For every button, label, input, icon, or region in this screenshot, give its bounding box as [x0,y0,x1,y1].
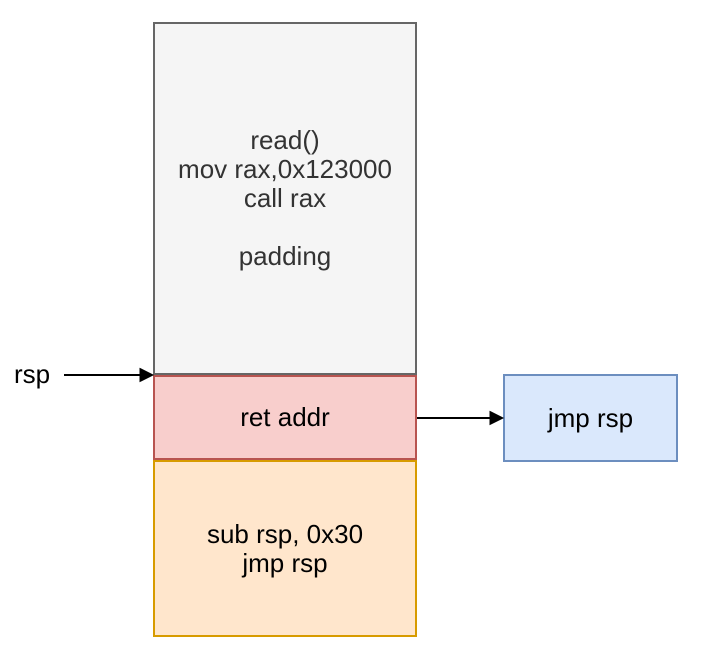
code-line-call-rax: call rax [243,183,327,213]
jmp-rsp-label: jmp rsp [547,402,634,433]
code-line-mov-rax: mov rax,0x123000 [178,154,392,184]
ret-addr-label: ret addr [240,402,330,432]
gadget-block-text: sub rsp, 0x30 jmp rsp [206,518,364,578]
rsp-arrow [64,367,155,383]
stack-block-gadget: sub rsp, 0x30 jmp rsp [153,460,417,637]
gadget-line-sub-rsp: sub rsp, 0x30 [206,518,364,549]
padding-label: padding [238,241,332,271]
blank-line [178,213,392,242]
jmp-rsp-box: jmp rsp [503,374,678,462]
ret-addr-to-jmp-rsp-arrow [417,410,505,426]
stack-block-code: read() mov rax,0x123000 call rax padding [153,22,417,375]
rsp-register-label: rsp [14,359,51,389]
code-block-text: read() mov rax,0x123000 call rax padding [178,126,392,271]
code-line-read: read() [250,125,320,155]
stack-block-ret-addr: ret addr [153,375,417,460]
gadget-line-jmp-rsp: jmp rsp [242,547,328,578]
